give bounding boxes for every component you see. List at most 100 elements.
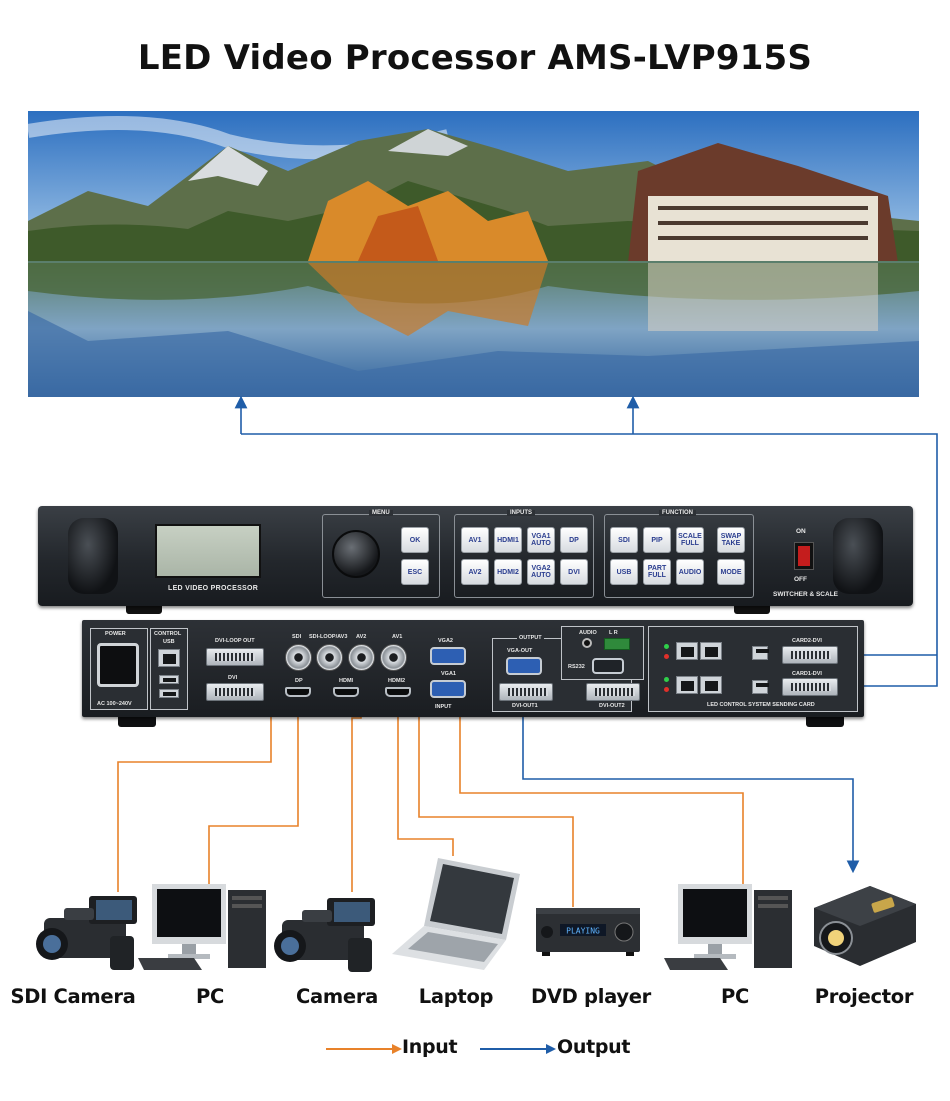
function-group: FUNCTION [604, 510, 754, 598]
vga-out-port[interactable] [506, 657, 542, 675]
input-button-vga1[interactable]: VGA1 AUTO [527, 527, 555, 553]
power-plate: POWER AC 100~240V [90, 628, 148, 710]
function-button-part-full[interactable]: PART FULL [643, 559, 671, 585]
control-plate: CONTROL USB [150, 628, 188, 710]
card1-label: CARD1-DVI [792, 671, 822, 677]
function-button-mode[interactable]: MODE [717, 559, 745, 585]
control-label: CONTROL [154, 631, 182, 637]
menu-label: MENU [369, 510, 393, 516]
card1-usb-port[interactable] [752, 680, 769, 694]
processor-rear-panel: POWER AC 100~240V CONTROL USB DVI-LOOP O… [82, 620, 864, 717]
card2-usb-port[interactable] [752, 646, 769, 660]
hdmi-label: HDMI [339, 678, 354, 684]
device-label-laptop: Laptop [418, 985, 494, 1008]
function-button-swap-take[interactable]: SWAP TAKE [717, 527, 745, 553]
panorama-photo [28, 111, 919, 397]
dvi-out2-port[interactable] [586, 683, 640, 701]
page-title: LED Video Processor AMS-LVP915S [137, 38, 813, 78]
power-label: POWER [105, 631, 126, 637]
legend-output-arrow [480, 1044, 556, 1054]
inputs-group: INPUTS [454, 510, 594, 598]
dvd-screen-text: PLAYING [566, 927, 600, 936]
usb-label: USB [163, 639, 175, 645]
menu-knob[interactable] [332, 530, 380, 578]
ok-button[interactable]: OK [401, 527, 429, 553]
hdmi-port[interactable] [333, 687, 359, 697]
dvi-out1-label: DVI-OUT1 [512, 703, 538, 709]
function-button-pip[interactable]: PIP [643, 527, 671, 553]
switch-on-label: ON [796, 528, 806, 535]
video-camera-icon [274, 898, 375, 972]
card1-dvi-port[interactable] [782, 678, 838, 696]
function-button-usb[interactable]: USB [610, 559, 638, 585]
rs232-port[interactable] [592, 658, 624, 674]
card2-led-green [664, 644, 669, 649]
desktop-pc-icon [664, 884, 792, 970]
dvi-out2-label: DVI-OUT2 [599, 703, 625, 709]
vga1-port[interactable] [430, 680, 466, 698]
rear-foot-left [118, 717, 156, 727]
sdi-label: SDI [292, 634, 302, 640]
sending-card-plate [648, 626, 858, 712]
audio-lr-label: L R [609, 630, 618, 636]
device-label-pc-1: PC [195, 985, 224, 1008]
vga2-port[interactable] [430, 647, 466, 665]
device-label-sdi-camera: SDI Camera [10, 985, 136, 1008]
hdmi2-port[interactable] [385, 687, 411, 697]
power-socket[interactable] [97, 643, 139, 687]
projector-icon [814, 886, 916, 966]
rs232-label: RS232 [568, 664, 585, 670]
usb-port-1[interactable] [159, 675, 179, 684]
sdi-bnc-port[interactable] [285, 644, 312, 671]
power-switch[interactable] [794, 542, 814, 570]
av2-label: AV2 [356, 634, 367, 640]
dvi-out1-port[interactable] [499, 683, 553, 701]
lcd-caption: LED VIDEO PROCESSOR [168, 585, 259, 592]
sdi-loop-label: SDI-LOOP/AV3 [309, 634, 348, 640]
control-ethernet-port[interactable] [158, 649, 180, 667]
usb-port-2[interactable] [159, 689, 179, 698]
input-button-hdmi1[interactable]: HDMI1 [494, 527, 522, 553]
rack-handle-left [68, 518, 118, 594]
card2-led-red [664, 654, 669, 659]
dp-label: DP [295, 678, 303, 684]
dp-port[interactable] [285, 687, 311, 697]
card2-dvi-port[interactable] [782, 646, 838, 664]
function-button-audio[interactable]: AUDIO [676, 559, 704, 585]
function-button-scale-full[interactable]: SCALE FULL [676, 527, 704, 553]
dvd-player-icon: PLAYING [536, 908, 640, 956]
front-footer-label: SWITCHER & SCALE [773, 591, 838, 598]
input-button-av2[interactable]: AV2 [461, 559, 489, 585]
rear-foot-right [806, 717, 844, 727]
video-camera-icon [36, 896, 137, 970]
input-button-dvi[interactable]: DVI [560, 559, 588, 585]
dvi-loop-out-port[interactable] [206, 648, 264, 666]
device-label-camera: Camera [296, 985, 378, 1008]
av1-bnc-port[interactable] [380, 644, 407, 671]
audio-terminal[interactable] [604, 638, 630, 650]
vga2-label: VGA2 [438, 638, 453, 644]
av2-bnc-port[interactable] [348, 644, 375, 671]
card2-ethernet-port-1[interactable] [676, 642, 698, 660]
card1-ethernet-port-2[interactable] [700, 676, 722, 694]
card1-led-red [664, 687, 669, 692]
card1-ethernet-port-1[interactable] [676, 676, 698, 694]
card2-label: CARD2-DVI [792, 638, 822, 644]
input-button-dp[interactable]: DP [560, 527, 588, 553]
sending-card-caption: LED CONTROL SYSTEM SENDING CARD [707, 702, 815, 708]
input-button-av1[interactable]: AV1 [461, 527, 489, 553]
vga-out-label: VGA-OUT [507, 648, 533, 654]
power-rating-label: AC 100~240V [97, 701, 132, 707]
device-label-dvd-player: DVD player [530, 985, 651, 1008]
hdmi2-label: HDMI2 [388, 678, 406, 684]
audio-jack[interactable] [582, 638, 592, 648]
esc-button[interactable]: ESC [401, 559, 429, 585]
card2-ethernet-port-2[interactable] [700, 642, 722, 660]
legend-input-arrow [326, 1044, 402, 1054]
input-button-hdmi2[interactable]: HDMI2 [494, 559, 522, 585]
input-button-vga2[interactable]: VGA2 AUTO [527, 559, 555, 585]
device-label-projector: Projector [814, 985, 914, 1008]
dvi-input-port[interactable] [206, 683, 264, 701]
sdi-loop-bnc-port[interactable] [316, 644, 343, 671]
function-button-sdi[interactable]: SDI [610, 527, 638, 553]
